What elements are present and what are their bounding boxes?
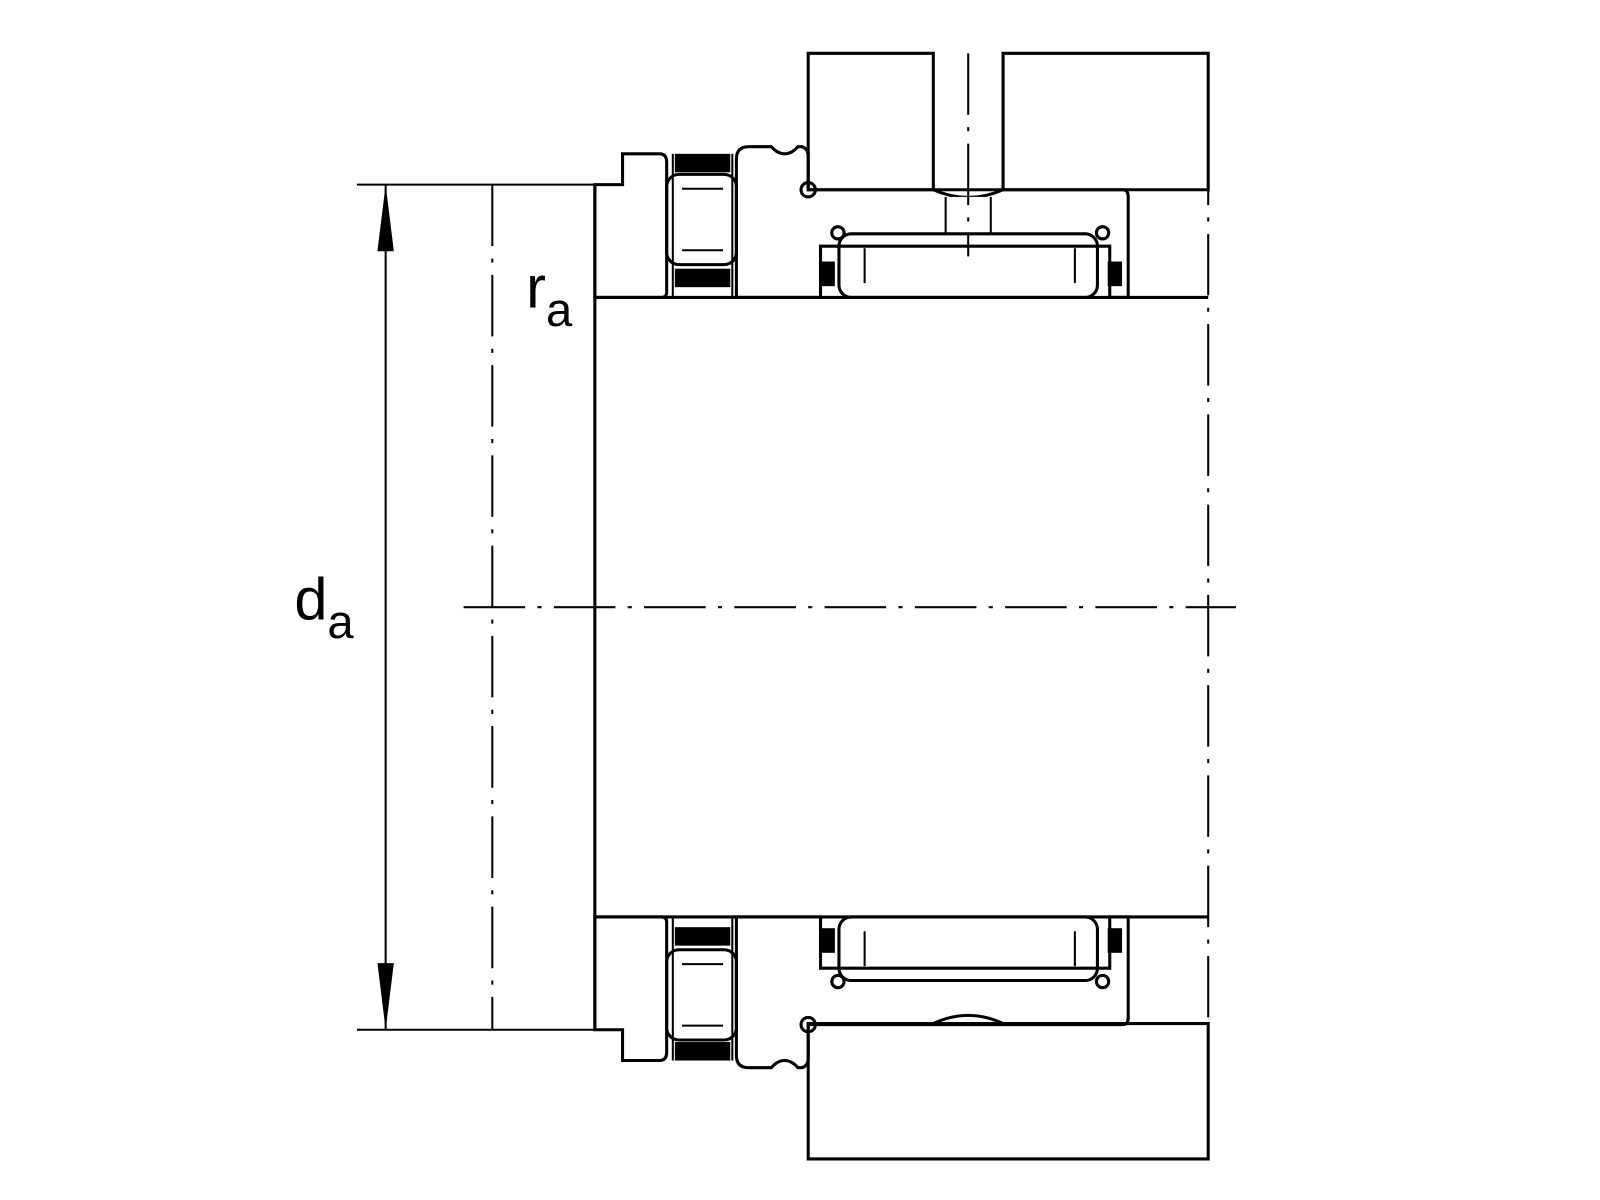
arrow-up-icon xyxy=(377,184,394,252)
svg-text:da: da xyxy=(294,565,354,647)
housing-bottom xyxy=(806,1013,1210,1161)
ra-symbol: r xyxy=(526,254,546,321)
da-subscript: a xyxy=(327,595,354,648)
ra-subscript: a xyxy=(546,283,573,336)
dimension-da: da xyxy=(294,184,394,1030)
da-symbol: d xyxy=(294,565,327,632)
arrow-down-icon xyxy=(377,963,394,1030)
bearing-upper-section xyxy=(593,145,1210,299)
svg-text:ra: ra xyxy=(526,254,573,336)
bearing-lower-section xyxy=(593,915,1210,1070)
housing-top xyxy=(806,51,1210,257)
